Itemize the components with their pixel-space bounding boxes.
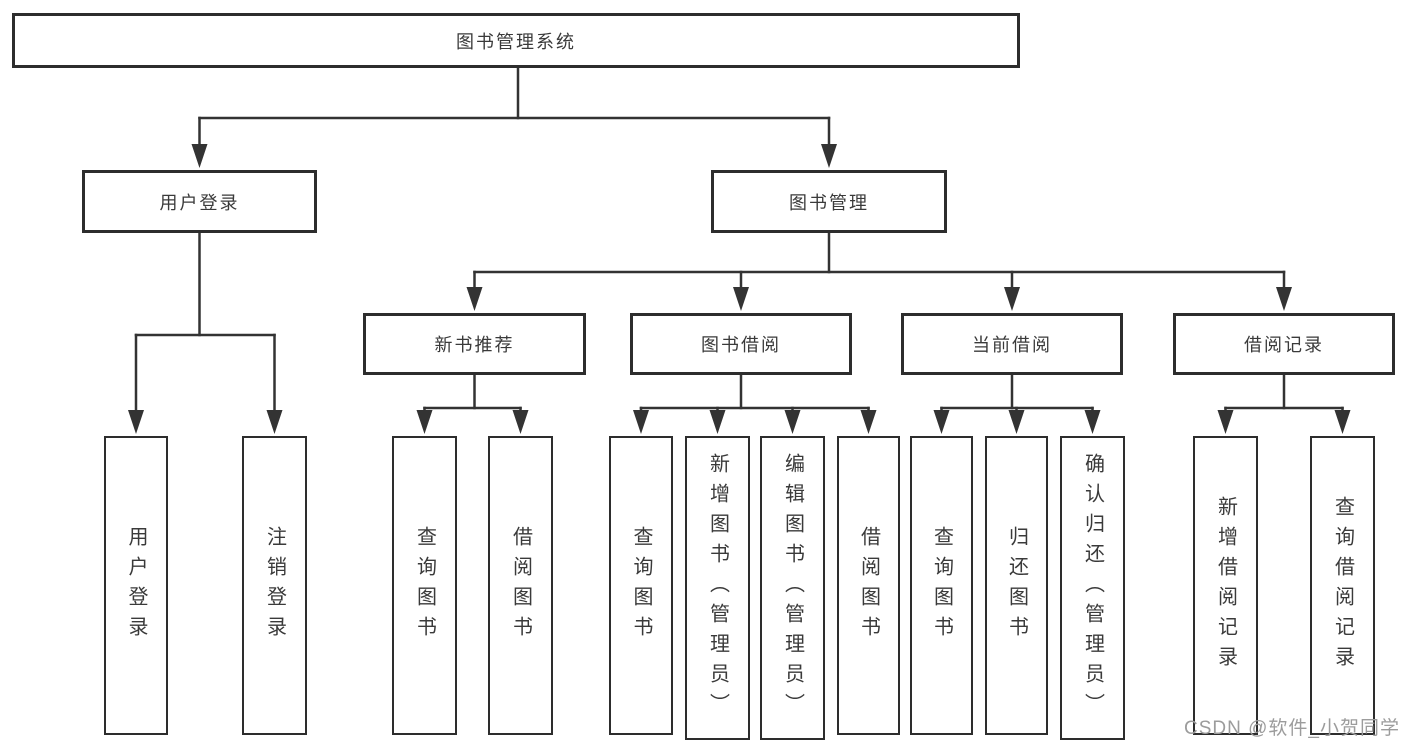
node-label: 用户登录 xyxy=(159,192,240,213)
node-label: 用户登录 xyxy=(125,525,147,646)
node-label: 确认归还（管理员） xyxy=(1081,453,1104,723)
node-label: 当前借阅 xyxy=(972,335,1052,355)
node-label: 借阅图书 xyxy=(857,525,880,646)
node-label: 编辑图书（管理员） xyxy=(781,453,804,723)
leaf-add-books-admin: 新增图书（管理员） xyxy=(685,436,750,740)
leaf-confirm-return-admin: 确认归还（管理员） xyxy=(1060,436,1125,740)
node-library-system-root: 图书管理系统 xyxy=(12,13,1020,68)
node-borrowing-records: 借阅记录 xyxy=(1173,313,1395,375)
node-user-login: 用户登录 xyxy=(82,170,317,233)
node-label: 查询借阅记录 xyxy=(1331,495,1354,676)
node-label: 借阅记录 xyxy=(1244,335,1324,355)
leaf-user-login: 用户登录 xyxy=(104,436,168,735)
node-label: 查询图书 xyxy=(630,525,652,646)
leaf-add-borrow-record: 新增借阅记录 xyxy=(1193,436,1258,735)
node-label: 注销登录 xyxy=(263,525,286,646)
leaf-logout-login: 注销登录 xyxy=(242,436,307,735)
node-label: 查询图书 xyxy=(930,525,953,646)
leaf-borrow-books-borrowing: 借阅图书 xyxy=(837,436,900,735)
node-label: 归还图书 xyxy=(1005,525,1028,646)
node-label: 新增借阅记录 xyxy=(1214,495,1237,676)
node-current-borrowing: 当前借阅 xyxy=(901,313,1123,375)
leaf-query-books-current: 查询图书 xyxy=(910,436,973,735)
node-label: 新书推荐 xyxy=(434,335,515,355)
leaf-borrow-books-recommend: 借阅图书 xyxy=(488,436,553,735)
node-label: 新增图书（管理员） xyxy=(706,453,729,723)
node-book-borrowing: 图书借阅 xyxy=(630,313,852,375)
node-label: 借阅图书 xyxy=(509,525,532,646)
leaf-edit-books-admin: 编辑图书（管理员） xyxy=(760,436,825,740)
node-new-book-recommend: 新书推荐 xyxy=(363,313,586,375)
arrow-heads xyxy=(128,144,1351,434)
leaf-query-books-borrowing: 查询图书 xyxy=(609,436,673,735)
leaf-return-books: 归还图书 xyxy=(985,436,1048,735)
node-book-management: 图书管理 xyxy=(711,170,947,233)
leaf-query-borrow-record: 查询借阅记录 xyxy=(1310,436,1375,735)
node-label: 图书借阅 xyxy=(701,335,781,355)
watermark-csdn: CSDN @软件_小贺同学 xyxy=(1184,718,1400,739)
node-label: 图书管理 xyxy=(789,192,869,213)
leaf-query-books-recommend: 查询图书 xyxy=(392,436,457,735)
node-label: 查询图书 xyxy=(413,525,436,646)
node-label: 图书管理系统 xyxy=(456,31,576,52)
